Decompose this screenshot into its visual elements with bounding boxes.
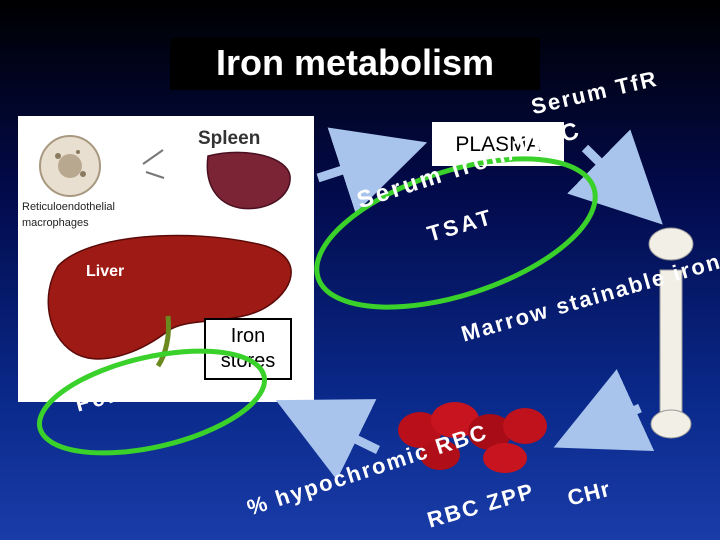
arrow-to-plasma — [316, 127, 428, 214]
serum-iron-ellipse — [314, 156, 598, 310]
reticuloendothelial-label-line1: Reticuloendothelial — [22, 201, 115, 213]
arrow-to-rbc — [553, 369, 655, 451]
macrophage-cell-icon — [39, 135, 165, 197]
reticuloendothelial-label-line2: macrophages — [22, 217, 89, 229]
iron-stores-line1: Iron — [230, 325, 266, 347]
spleen-icon — [206, 151, 291, 210]
iron-stores-box: Iron stores — [204, 318, 292, 380]
arrow-to-bone — [567, 129, 663, 225]
bone-icon — [648, 227, 694, 439]
liver-icon — [47, 234, 292, 360]
arrow-to-stores — [275, 399, 380, 481]
plasma-box: PLASMA — [432, 122, 564, 166]
red-blood-cells-icon — [398, 402, 547, 473]
liver-label: Liver — [86, 263, 124, 280]
spleen-label: Spleen — [198, 128, 260, 149]
ferritin-ellipse — [36, 348, 268, 456]
page-title: Iron metabolism — [170, 38, 540, 90]
